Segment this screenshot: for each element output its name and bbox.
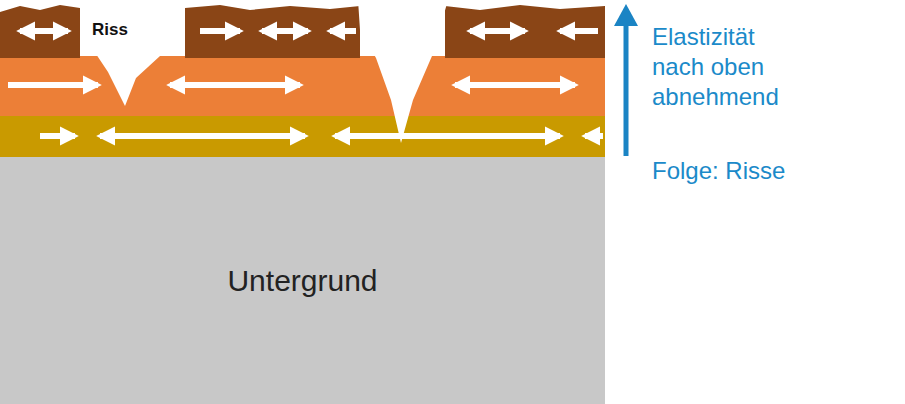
substrate	[0, 157, 605, 404]
middle-layer	[0, 56, 605, 116]
consequence-note: Folge: Risse	[652, 156, 892, 186]
substrate-label: Untergrund	[227, 264, 377, 298]
bottom-layer	[0, 116, 605, 157]
crack	[358, 0, 448, 143]
crack-label: Riss	[92, 20, 152, 40]
arrow-head	[614, 4, 638, 26]
crack	[80, 0, 187, 106]
stress-arrows	[8, 31, 603, 136]
elasticity-note: Elastizität nach oben abnehmend	[652, 22, 802, 112]
substrate-band: Untergrund	[0, 157, 605, 404]
direction-arrow	[624, 22, 629, 156]
